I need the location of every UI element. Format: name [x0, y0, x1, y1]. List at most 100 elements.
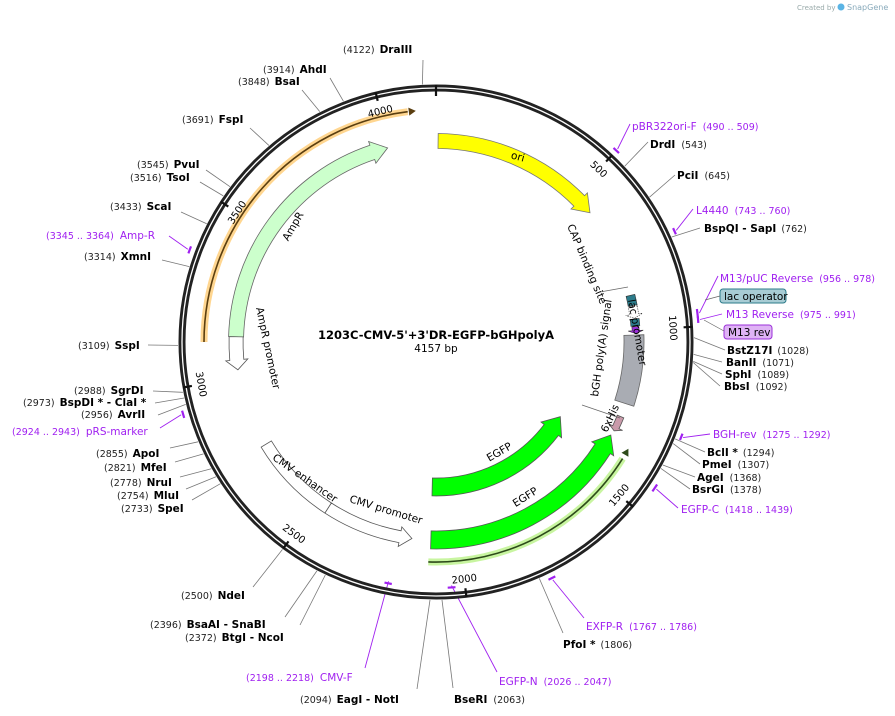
primer-name[interactable]: EGFP-C	[681, 504, 719, 516]
enzyme-label[interactable]: (3691)FspI	[182, 114, 243, 126]
enzyme-label[interactable]: (2733)SpeI	[121, 503, 184, 515]
enzyme-name[interactable]: AgeI	[697, 472, 724, 484]
enzyme-name[interactable]: BclI *	[707, 447, 738, 459]
enzyme-name[interactable]: BtgI - NcoI	[222, 632, 284, 644]
enzyme-name[interactable]: MluI	[154, 490, 179, 502]
primer-label[interactable]: (2924 .. 2943)pRS-marker	[12, 426, 148, 438]
enzyme-label[interactable]: (3109)SspI	[78, 340, 140, 352]
enzyme-label[interactable]: (2396)BsaAI - SnaBI	[150, 619, 266, 631]
enzyme-name[interactable]: NruI	[147, 477, 172, 489]
enzyme-name[interactable]: BsrGI	[692, 484, 724, 496]
enzyme-name[interactable]: MfeI	[141, 462, 167, 474]
primer-label[interactable]: EGFP-C(1418 .. 1439)	[681, 504, 793, 516]
enzyme-label[interactable]: (2956)AvrII	[81, 409, 145, 421]
lac-operator-feature[interactable]	[629, 318, 641, 327]
lac-promoter-feature[interactable]	[625, 305, 643, 319]
enzyme-label[interactable]: (3314)XmnI	[84, 251, 151, 263]
enzyme-label[interactable]: (4122)DraIII	[343, 44, 412, 56]
enzyme-name[interactable]: SspI	[115, 340, 140, 352]
enzyme-label[interactable]: (2821)MfeI	[104, 462, 167, 474]
enzyme-name[interactable]: BseRI	[454, 694, 487, 706]
enzyme-label[interactable]: (3914)AhdI	[263, 64, 327, 76]
enzyme-name[interactable]: AvrII	[118, 409, 146, 421]
egfp-feature-inner[interactable]	[431, 416, 563, 497]
enzyme-label[interactable]: (2094)EagI - NotI	[300, 694, 399, 706]
enzyme-label[interactable]: (3545)PvuI	[137, 159, 200, 171]
primer-name[interactable]: pRS-marker	[86, 426, 149, 438]
enzyme-label[interactable]: (3433)ScaI	[110, 201, 171, 213]
primer-label[interactable]: M13 Reverse(975 .. 991)	[726, 309, 856, 321]
enzyme-name[interactable]: PmeI	[702, 459, 732, 471]
ori-feature[interactable]	[437, 133, 591, 214]
primer-name[interactable]: M13/pUC Reverse	[720, 273, 813, 285]
6xhis-feature[interactable]	[608, 414, 625, 432]
enzyme-label[interactable]: (2372)BtgI - NcoI	[185, 632, 284, 644]
bgh-polya-feature[interactable]	[614, 334, 645, 407]
enzyme-name[interactable]: BstZ17I	[727, 345, 772, 357]
enzyme-name[interactable]: SpeI	[158, 503, 184, 515]
enzyme-name[interactable]: AhdI	[300, 64, 327, 76]
enzyme-name[interactable]: PciI	[677, 170, 698, 182]
enzyme-label[interactable]: (2988)SgrDI	[74, 385, 143, 397]
primer-label[interactable]: (3345 .. 3364)Amp-R	[46, 230, 155, 242]
egfp-feature-outer[interactable]	[430, 434, 615, 550]
enzyme-name[interactable]: TsoI	[167, 172, 190, 184]
primer-label[interactable]: L4440(743 .. 760)	[696, 205, 790, 217]
enzyme-label[interactable]: BseRI(2063)	[454, 694, 525, 706]
enzyme-label[interactable]: (2973)BspDI * - ClaI *	[23, 397, 147, 409]
enzyme-label[interactable]: BstZ17I(1028)	[727, 345, 809, 357]
enzyme-label[interactable]: (2855)ApoI	[96, 448, 159, 460]
enzyme-label[interactable]: PmeI(1307)	[702, 459, 769, 471]
enzyme-label[interactable]: (3848)BsaI	[238, 76, 300, 88]
enzyme-label[interactable]: (3516)TsoI	[130, 172, 190, 184]
enzyme-label[interactable]: BspQI - SapI(762)	[704, 223, 807, 235]
enzyme-name[interactable]: DrdI	[650, 139, 675, 151]
enzyme-label[interactable]: AgeI(1368)	[697, 472, 761, 484]
primer-name[interactable]: Amp-R	[120, 230, 155, 242]
ampr-feature[interactable]	[228, 140, 389, 338]
enzyme-name[interactable]: BanII	[726, 357, 756, 369]
enzyme-name[interactable]: FspI	[219, 114, 244, 126]
enzyme-name[interactable]: PvuI	[174, 159, 200, 171]
enzyme-label[interactable]: BsrGI(1378)	[692, 484, 762, 496]
enzyme-label[interactable]: BbsI(1092)	[724, 381, 787, 393]
enzyme-label[interactable]: (2778)NruI	[110, 477, 172, 489]
primer-name[interactable]: L4440	[696, 205, 729, 217]
primer-label[interactable]: EXFP-R(1767 .. 1786)	[586, 621, 697, 633]
primer-name[interactable]: BGH-rev	[713, 429, 757, 441]
m13-rev-feature[interactable]	[628, 326, 644, 334]
primer-name[interactable]: EGFP-N	[499, 676, 538, 688]
enzyme-name[interactable]: ScaI	[147, 201, 172, 213]
enzyme-name[interactable]: SphI	[725, 369, 751, 381]
enzyme-label[interactable]: PfoI *(1806)	[563, 639, 632, 651]
cap-site-feature[interactable]	[625, 293, 638, 307]
cmv-promoter-feature[interactable]	[324, 502, 413, 548]
enzyme-name[interactable]: BsaAI - SnaBI	[187, 619, 266, 631]
enzyme-label[interactable]: BanII(1071)	[726, 357, 794, 369]
enzyme-label[interactable]: PciI(645)	[677, 170, 730, 182]
enzyme-label[interactable]: SphI(1089)	[725, 369, 789, 381]
primer-label[interactable]: BGH-rev(1275 .. 1292)	[713, 429, 830, 441]
primer-label[interactable]: EGFP-N(2026 .. 2047)	[499, 676, 611, 688]
enzyme-name[interactable]: NdeI	[218, 590, 245, 602]
primer-label[interactable]: pBR322ori-F(490 .. 509)	[632, 121, 758, 133]
enzyme-name[interactable]: PfoI *	[563, 639, 596, 651]
enzyme-name[interactable]: BspQI - SapI	[704, 223, 776, 235]
primer-label[interactable]: (2198 .. 2218)CMV-F	[246, 672, 353, 684]
enzyme-name[interactable]: ApoI	[133, 448, 160, 460]
primer-name[interactable]: CMV-F	[320, 672, 353, 684]
enzyme-name[interactable]: BbsI	[724, 381, 750, 393]
m13-rev-box[interactable]: M13 rev	[723, 324, 773, 340]
primer-name[interactable]: M13 Reverse	[726, 309, 794, 321]
enzyme-name[interactable]: BspDI * - ClaI *	[60, 397, 147, 409]
enzyme-name[interactable]: EagI - NotI	[337, 694, 399, 706]
enzyme-name[interactable]: XmnI	[121, 251, 151, 263]
enzyme-name[interactable]: BsaI	[275, 76, 300, 88]
enzyme-label[interactable]: BclI *(1294)	[707, 447, 774, 459]
enzyme-label[interactable]: DrdI(543)	[650, 139, 707, 151]
primer-name[interactable]: EXFP-R	[586, 621, 623, 633]
primer-name[interactable]: pBR322ori-F	[632, 121, 697, 133]
enzyme-label[interactable]: (2500)NdeI	[181, 590, 245, 602]
primer-label[interactable]: M13/pUC Reverse(956 .. 978)	[720, 273, 875, 285]
enzyme-label[interactable]: (2754)MluI	[117, 490, 179, 502]
